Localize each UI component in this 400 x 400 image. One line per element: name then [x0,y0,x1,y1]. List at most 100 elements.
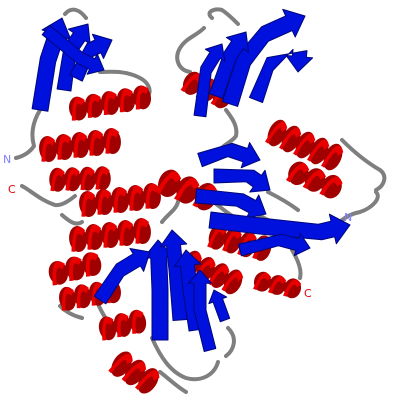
helix-turn-front [307,139,330,162]
helix-turn-front [155,171,182,195]
helix-turn-front [119,88,133,113]
helix-turn-front [50,168,65,192]
helix-turn-front [222,229,242,252]
helix-turn-front [41,136,56,162]
helix-turn-front [180,73,203,93]
strand-arrow [41,24,105,75]
helix-turn-front [102,316,114,341]
helix-turn-front [71,97,85,121]
helix-turn-front [145,183,160,209]
beta-strands [31,8,351,352]
coil-loop [158,370,188,394]
beta-strand [238,233,311,257]
helix-turn-front [265,121,288,144]
helix-turn-front [302,170,327,189]
c-terminus-label: C [304,287,312,300]
alpha-helix [253,271,302,299]
beta-strand [208,31,250,99]
alpha-helix [79,183,161,217]
helix-turn-front [132,310,144,334]
helix-turn-front [129,185,144,211]
coil-loop [20,184,77,208]
helix-turn-front [71,226,86,252]
strand-arrow [93,248,151,305]
strand-arrow [193,43,226,118]
coil-loop [60,213,84,226]
coil-loop [58,304,84,320]
coil-loop [340,138,387,192]
helix-turn-front [103,222,118,248]
helix-turn-front [105,128,120,154]
n-terminus-label: N [3,153,12,166]
beta-strand [41,24,105,75]
helix-turn-front [253,272,272,291]
helix-turn-front [207,225,227,248]
alpha-helix [49,166,111,192]
helix-turn-front [113,187,128,213]
helix-turn-front [80,167,95,191]
alpha-helix [108,351,160,394]
helix-turn-front [293,133,316,156]
helix-turn-front [319,176,343,196]
helix-turn-front [65,167,80,191]
strand-arrow [208,211,351,245]
strand-arrow [143,239,175,341]
strand-arrow [197,142,261,169]
beta-strand [194,188,267,219]
helix-turn-front [279,127,302,150]
n-terminus-label: N [344,211,353,224]
beta-strand [188,269,217,352]
coil-loop [224,326,236,358]
strand-arrow [248,48,314,104]
coil-loop [150,336,220,382]
c-terminus-label: C [8,183,16,196]
beta-strand [248,48,314,104]
helix-turn-front [285,163,310,183]
helix-turn-front [121,361,147,382]
helix-turn-front [321,145,344,168]
coil-loop [175,26,206,74]
helix-turn-front [85,252,99,277]
beta-strand [143,239,175,341]
helix-turn-front [135,85,149,110]
alpha-helix [39,128,121,162]
helix-turn-front [134,370,160,391]
helix-turn-front [89,130,104,156]
helix-turn-front [207,265,230,286]
alpha-helix [68,85,152,121]
beta-strand [193,43,226,118]
helix-turn-front [87,94,101,118]
helix-turn-front [97,189,112,215]
helix-turn-front [221,271,244,292]
coil-loop [207,7,240,26]
coil-loop [290,248,303,280]
alpha-helix [69,218,151,252]
helix-turn-front [61,287,74,311]
helix-turn-front [174,178,200,201]
alpha-helix [48,252,102,286]
strand-arrow [208,289,231,323]
helix-turn-front [103,91,117,116]
helix-turn-front [57,134,72,160]
beta-strand [93,248,151,305]
helix-turn-front [95,166,110,190]
alpha-helix [265,119,344,171]
helix-turn-front [268,276,287,294]
coil-loop [98,69,152,98]
coil-loop [338,190,380,224]
strand-arrow [238,233,311,257]
helix-turn-front [69,256,82,282]
beta-strand [197,142,261,169]
beta-strand [208,289,231,323]
helix-turn-front [52,261,65,286]
helix-turn-front [87,224,102,250]
strand-arrow [213,168,271,193]
coil-loop [14,108,42,160]
helix-turn-front [73,132,88,158]
helix-turn-front [135,218,150,244]
helix-turn-front [283,279,302,297]
beta-strand [213,168,271,193]
coil-loop [266,190,300,212]
helix-turn-front [76,284,89,309]
